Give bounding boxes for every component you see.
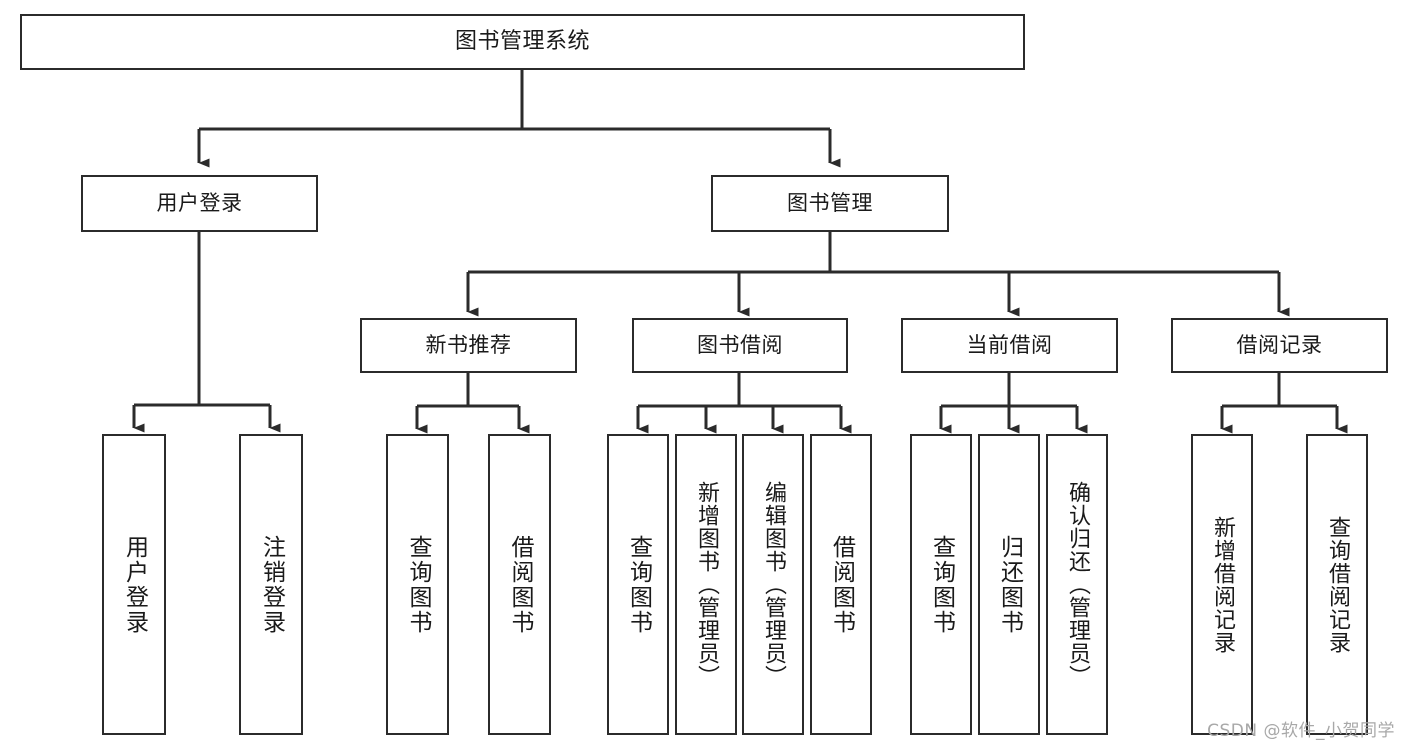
node-leaf-borrow-book-1[interactable]: 借阅图书 <box>488 434 551 735</box>
node-leaf-borrow-book-1-label: 借阅图书 <box>507 534 533 635</box>
node-book-borrow-label: 图书借阅 <box>697 333 783 358</box>
node-leaf-query-book-2-label: 查询图书 <box>625 534 652 635</box>
node-leaf-query-record[interactable]: 查询借阅记录 <box>1306 434 1368 735</box>
node-current-borrow-label: 当前借阅 <box>966 333 1053 358</box>
node-leaf-return-book-label: 归还图书 <box>996 534 1023 635</box>
node-borrow-record-label: 借阅记录 <box>1236 333 1323 358</box>
node-leaf-borrow-book-2[interactable]: 借阅图书 <box>810 434 872 735</box>
node-leaf-query-book-1-label: 查询图书 <box>405 534 431 635</box>
node-book-management[interactable]: 图书管理 <box>711 175 949 232</box>
node-new-book-recommend-label: 新书推荐 <box>425 333 512 358</box>
node-book-borrow[interactable]: 图书借阅 <box>632 318 848 373</box>
node-leaf-query-book-1[interactable]: 查询图书 <box>386 434 449 735</box>
node-leaf-borrow-book-2-label: 借阅图书 <box>828 534 855 635</box>
node-leaf-add-book[interactable]: 新增图书（管理员） <box>675 434 737 735</box>
node-current-borrow[interactable]: 当前借阅 <box>901 318 1118 373</box>
node-borrow-record[interactable]: 借阅记录 <box>1171 318 1388 373</box>
node-leaf-user-logout-label: 注销登录 <box>258 534 285 635</box>
node-leaf-query-record-label: 查询借阅记录 <box>1325 515 1350 654</box>
node-leaf-query-book-3[interactable]: 查询图书 <box>910 434 972 735</box>
watermark-text: CSDN @软件_小贺同学 <box>1207 721 1395 741</box>
node-user-login-label: 用户登录 <box>156 191 243 216</box>
node-new-book-recommend[interactable]: 新书推荐 <box>360 318 577 373</box>
node-leaf-user-logout[interactable]: 注销登录 <box>239 434 303 735</box>
node-leaf-return-book[interactable]: 归还图书 <box>978 434 1040 735</box>
node-leaf-confirm-return-label: 确认归还（管理员） <box>1065 481 1090 688</box>
node-leaf-user-login-label: 用户登录 <box>121 534 148 635</box>
node-root-system[interactable]: 图书管理系统 <box>20 14 1025 70</box>
node-leaf-edit-book[interactable]: 编辑图书（管理员） <box>742 434 804 735</box>
node-leaf-query-book-2[interactable]: 查询图书 <box>607 434 669 735</box>
node-leaf-confirm-return[interactable]: 确认归还（管理员） <box>1046 434 1108 735</box>
node-root-system-label: 图书管理系统 <box>454 29 590 55</box>
node-leaf-add-book-label: 新增图书（管理员） <box>694 481 719 688</box>
node-leaf-add-record-label: 新增借阅记录 <box>1210 515 1235 654</box>
node-leaf-user-login[interactable]: 用户登录 <box>102 434 166 735</box>
node-leaf-edit-book-label: 编辑图书（管理员） <box>761 481 786 688</box>
node-leaf-add-record[interactable]: 新增借阅记录 <box>1191 434 1253 735</box>
node-user-login[interactable]: 用户登录 <box>81 175 318 232</box>
node-book-management-label: 图书管理 <box>787 191 873 216</box>
node-leaf-query-book-3-label: 查询图书 <box>928 534 955 635</box>
